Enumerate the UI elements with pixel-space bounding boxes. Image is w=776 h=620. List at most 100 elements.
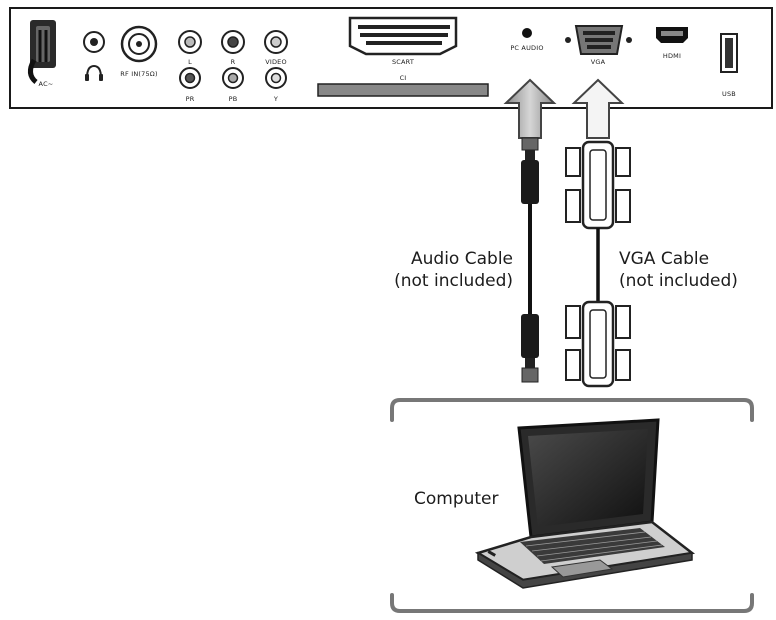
- pc-audio-jack: [522, 28, 532, 38]
- scart-pin-row-1: [358, 25, 450, 29]
- headphone-icon: [86, 64, 102, 79]
- rf-in-label: RF IN(75Ω): [120, 70, 157, 78]
- key-row-4: [540, 544, 663, 562]
- vga-port: VGA: [565, 25, 632, 66]
- audio-plug-top-body: [521, 160, 539, 204]
- audio-plug-top-collar: [521, 137, 539, 151]
- vga-plug-top-screw-left: [565, 147, 581, 177]
- vga-arrow-shape: [571, 78, 625, 139]
- rca-pr-label: PR: [186, 95, 195, 103]
- pc-audio-label: PC AUDIO: [510, 44, 543, 52]
- rf-jack-pin: [136, 41, 142, 47]
- vga-cable-label-line2: (not included): [619, 271, 738, 291]
- vga-plug-top-inner: [589, 149, 607, 221]
- audio-cable-label-line2: (not included): [394, 271, 513, 291]
- rca-y-inner: [270, 72, 282, 84]
- rf-in-port: RF IN(75Ω): [120, 25, 158, 78]
- computer-frame: [390, 398, 754, 613]
- rca-jack-pr: PR: [179, 67, 201, 103]
- rca-jack-pb: PB: [222, 67, 244, 103]
- ac-power-port: AC~: [28, 20, 56, 88]
- laptop-touchpad: [550, 559, 614, 578]
- ci-slot-opening: [317, 83, 489, 97]
- rca-jack-l: L: [178, 30, 202, 66]
- headphone-icon-left: [85, 74, 89, 81]
- audio-plug-bottom-band: [525, 358, 535, 368]
- laptop-keyboard-keys: [525, 531, 663, 562]
- ac-label: AC~: [39, 80, 54, 88]
- hdmi-contacts: [661, 31, 683, 36]
- vga-plug-bottom-wing-left: [565, 305, 581, 339]
- vga-plug-top-wing-left: [565, 189, 581, 223]
- rca-r-inner: [227, 36, 239, 48]
- scart-pin-row-3: [366, 41, 442, 45]
- usb-tongue: [725, 38, 733, 68]
- audio-cable: [521, 137, 539, 383]
- vga-cable-label: VGA Cable (not included): [619, 249, 738, 291]
- scart-label: SCART: [392, 58, 414, 66]
- vga-pin-row-2: [585, 38, 613, 42]
- headphone-icon-right: [99, 74, 103, 81]
- rca-jack-y: Y: [265, 67, 287, 103]
- audio-plug-bottom-body: [521, 314, 539, 358]
- vga-plug-bottom-wing-right: [615, 305, 631, 339]
- rca-pb-inner: [227, 72, 239, 84]
- laptop-icon: [474, 418, 696, 589]
- hdmi-label: HDMI: [663, 52, 681, 60]
- headphone-jack-inner: [90, 38, 98, 46]
- laptop-side-port: [487, 550, 496, 557]
- vga-plug-top-screw-right: [615, 147, 631, 177]
- ac-socket-inner: [36, 26, 50, 62]
- rca-video-inner: [270, 36, 282, 48]
- usb-port: USB: [720, 33, 738, 98]
- ac-plug-cable: [28, 58, 38, 84]
- vga-plug-bottom-screw-left: [565, 349, 581, 381]
- usb-label: USB: [722, 90, 736, 98]
- rca-jack-r: R: [221, 30, 245, 66]
- rca-l-inner: [184, 36, 196, 48]
- vga-pin-row-1: [583, 31, 615, 35]
- vga-plug-bottom-screw-right: [615, 349, 631, 381]
- audio-cable-label: Audio Cable (not included): [394, 249, 513, 291]
- rca-l-label: L: [188, 58, 192, 66]
- scart-pins: [358, 25, 450, 45]
- vga-arrow: [571, 78, 625, 139]
- rca-pb-label: PB: [229, 95, 238, 103]
- hdmi-port: HDMI: [656, 27, 688, 60]
- audio-cable-label-line1: Audio Cable: [411, 249, 513, 269]
- laptop-screen: [528, 429, 648, 527]
- ac-plug-prongs: [38, 30, 48, 62]
- rca-y-label: Y: [273, 95, 278, 103]
- scart-pin-row-2: [360, 33, 448, 37]
- vga-screw-left: [565, 37, 571, 43]
- key-row-2: [531, 536, 652, 552]
- rca-pr-inner: [184, 72, 196, 84]
- rca-video-label: VIDEO: [265, 58, 287, 66]
- bracket-bottom: [390, 593, 754, 613]
- tv-back-panel: AC~ RF IN(75Ω) L R: [9, 7, 773, 109]
- audio-plug-bottom-tip: [521, 367, 539, 383]
- vga-plug-bottom-inner: [589, 309, 607, 379]
- vga-label: VGA: [591, 58, 606, 66]
- headphone-port: [83, 31, 105, 81]
- vga-pins: [583, 31, 615, 49]
- key-row-3: [536, 540, 658, 557]
- laptop-keyboard: [520, 528, 665, 564]
- scart-port: SCART: [348, 16, 458, 66]
- vga-plug-top-wing-right: [615, 189, 631, 223]
- vga-cable-label-line1: VGA Cable: [619, 249, 709, 269]
- pc-audio-port: PC AUDIO: [510, 28, 543, 52]
- vga-cable: [565, 140, 631, 388]
- computer-label: Computer: [414, 489, 499, 509]
- rca-r-label: R: [231, 58, 236, 66]
- ci-slot: CI: [317, 74, 489, 97]
- audio-plug-top-band: [525, 150, 535, 160]
- ci-label: CI: [400, 74, 407, 82]
- vga-screw-right: [626, 37, 632, 43]
- rca-jack-video: VIDEO: [264, 30, 288, 66]
- key-row-1: [525, 531, 646, 547]
- vga-pin-row-3: [587, 45, 611, 49]
- bracket-top: [390, 398, 754, 422]
